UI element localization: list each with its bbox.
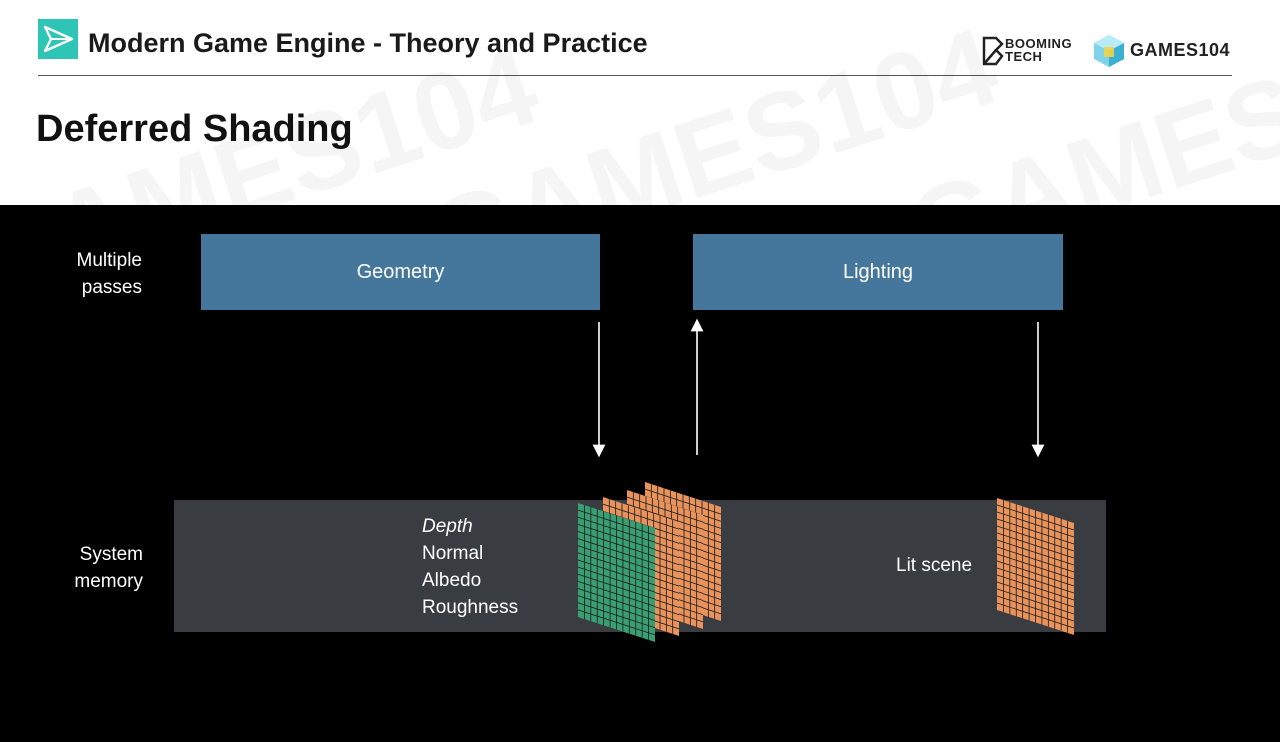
booming-tech-logo-icon xyxy=(982,36,1004,71)
row-label-memory: System memory xyxy=(50,541,143,595)
diagram-overlay xyxy=(577,318,1075,642)
games104-wordmark: GAMES104 xyxy=(1130,40,1231,60)
gbuffer-item-depth: Depth xyxy=(422,516,473,537)
booming-tech-wordmark: BOOMING TECH xyxy=(1005,36,1073,64)
row-label-line: passes xyxy=(81,277,142,298)
header-divider xyxy=(38,75,1232,76)
gbuffer-list: Depth Normal Albedo Roughness xyxy=(422,513,518,621)
row-label-line: Multiple xyxy=(76,250,142,271)
row-label-line: memory xyxy=(74,571,143,592)
gbuffer-item-albedo: Albedo xyxy=(422,570,482,591)
lighting-pass-box: Lighting xyxy=(693,234,1063,310)
gbuffer-item-roughness: Roughness xyxy=(422,597,519,618)
lit-scene-buffer xyxy=(996,498,1075,635)
row-label-passes: Multiple passes xyxy=(50,247,142,301)
slide-title: Deferred Shading xyxy=(36,108,353,150)
buffer-stack xyxy=(577,482,1075,642)
gbuffer-item-normal: Normal xyxy=(422,543,484,564)
course-title: Modern Game Engine - Theory and Practice xyxy=(88,28,648,58)
row-label-line: System xyxy=(79,544,143,565)
lit-scene-label: Lit scene xyxy=(896,555,973,576)
slide-header: Modern Game Engine - Theory and Practice… xyxy=(0,0,1280,80)
gbuffer-layer-depth xyxy=(577,503,656,642)
deferred-shading-diagram: Multiple passes System memory Geometry L… xyxy=(0,205,1280,742)
geometry-pass-box: Geometry xyxy=(201,234,600,310)
paper-plane-icon xyxy=(38,19,78,59)
games-cube-icon xyxy=(1092,33,1126,74)
